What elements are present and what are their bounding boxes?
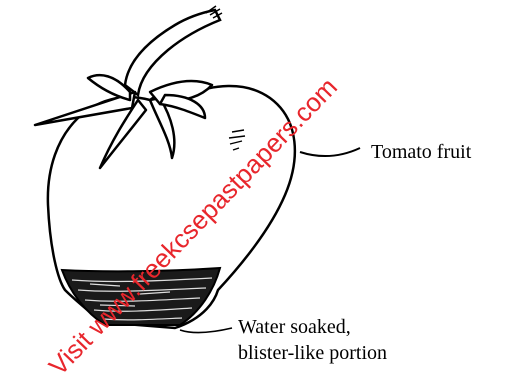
tomato-fruit-label: Tomato fruit xyxy=(371,139,471,165)
water-soaked-label: Water soaked, blister-like portion xyxy=(238,314,387,366)
water-soaked-label-line2: blister-like portion xyxy=(238,340,387,366)
tomato-sepals xyxy=(35,75,212,168)
pointer-line-fruit xyxy=(300,148,360,156)
water-soaked-label-line1: Water soaked, xyxy=(238,314,387,340)
fruit-surface-marks xyxy=(229,130,245,150)
pointer-line-portion xyxy=(180,328,232,333)
